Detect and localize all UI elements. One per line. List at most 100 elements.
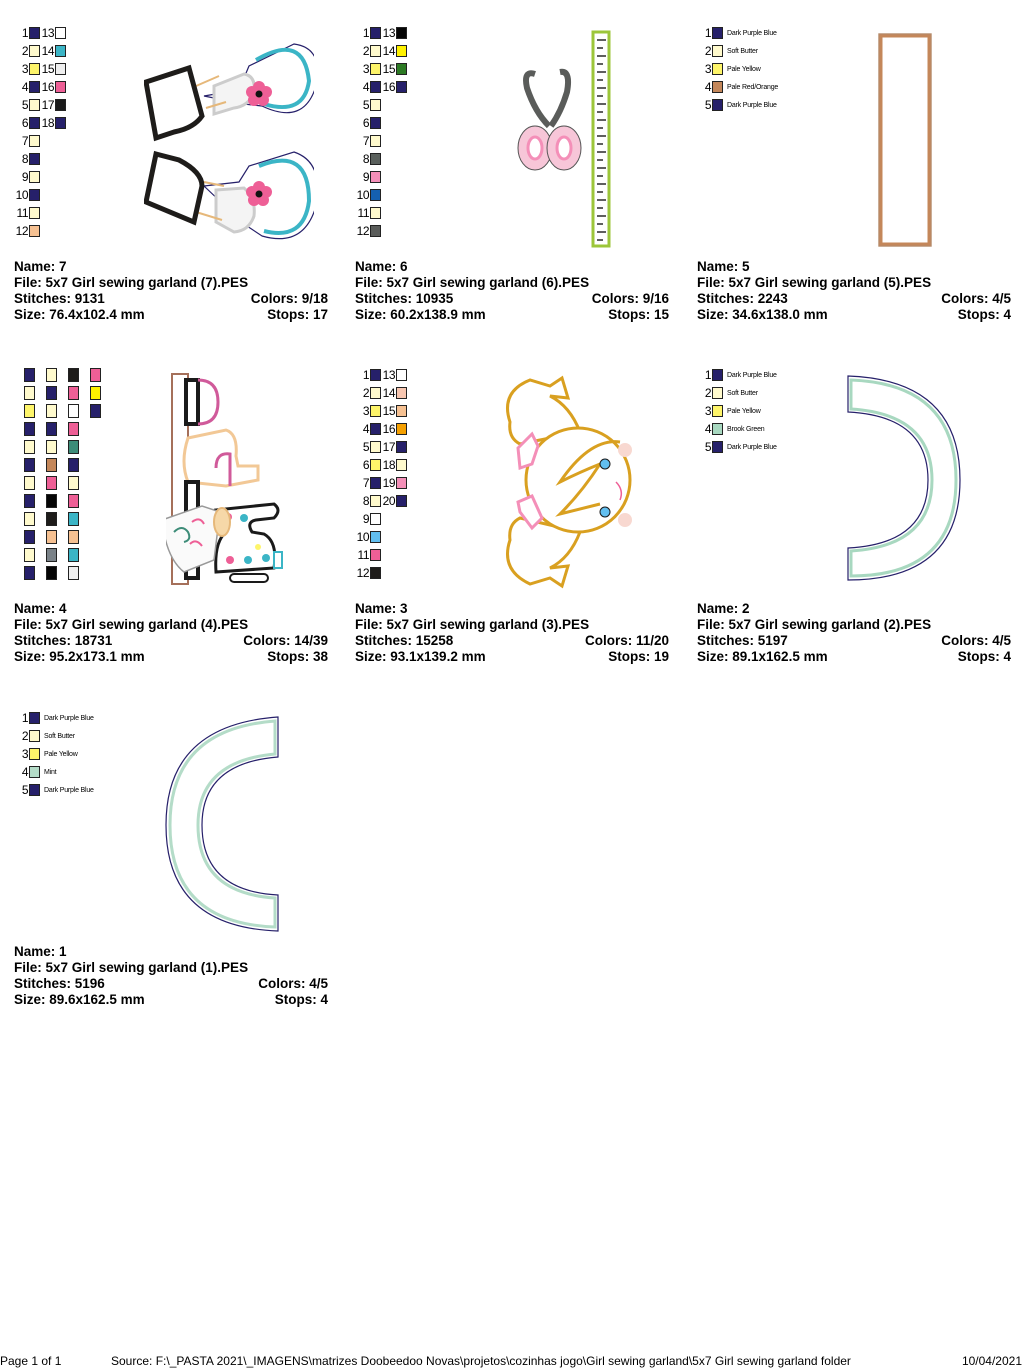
design-preview-girl-face [506, 375, 632, 589]
swatch-number: 2 [21, 44, 29, 58]
swatch-number: 3 [362, 62, 370, 76]
color-swatch [29, 730, 40, 742]
print-date: 10/04/2021 [961, 1354, 1022, 1368]
color-swatch [370, 117, 381, 129]
swatch-number: 9 [362, 170, 370, 184]
swatch-number: 13 [382, 26, 396, 40]
design-name: Name: 6 [355, 259, 408, 274]
color-swatch [370, 513, 381, 525]
color-swatch [712, 405, 723, 417]
color-swatch [55, 99, 66, 111]
design-colors: Colors: 4/5 [941, 633, 1011, 648]
color-swatch [29, 712, 40, 724]
swatch-number: 2 [362, 386, 370, 400]
color-swatch [370, 423, 381, 435]
color-swatch-row: 8 [355, 494, 381, 508]
color-swatch [29, 784, 40, 796]
swatch-number: 5 [704, 440, 712, 454]
color-swatch [68, 440, 79, 454]
swatch-label: Dark Purple Blue [727, 101, 777, 109]
color-swatch-row: 8 [14, 152, 40, 166]
swatch-number: 14 [382, 44, 396, 58]
color-swatch [24, 476, 35, 490]
swatch-number: 17 [382, 440, 396, 454]
color-swatch [370, 81, 381, 93]
color-swatch [68, 548, 79, 562]
design-colors: Colors: 4/5 [258, 976, 328, 991]
color-swatch [370, 207, 381, 219]
color-swatch-row: 20 [381, 494, 407, 508]
color-swatch [29, 189, 40, 201]
swatch-number: 10 [356, 530, 370, 544]
color-swatch [46, 566, 57, 580]
color-swatch-row: 2 [14, 44, 40, 58]
color-swatch [396, 495, 407, 507]
color-swatch-row: 1 [355, 26, 381, 40]
color-swatch-row: 5 [355, 98, 381, 112]
color-swatch-row: 10 [14, 188, 40, 202]
color-swatch [396, 441, 407, 453]
color-swatch [68, 422, 79, 436]
color-swatch [29, 99, 40, 111]
color-swatch-row: 11 [355, 548, 381, 562]
color-swatch-row: 1 [14, 26, 40, 40]
color-swatch-row: 7 [355, 476, 381, 490]
design-size: Size: 60.2x138.9 mm [355, 307, 486, 322]
swatch-number: 16 [382, 422, 396, 436]
color-swatch [29, 153, 40, 165]
swatch-number: 20 [382, 494, 396, 508]
color-swatch [370, 171, 381, 183]
design-file: File: 5x7 Girl sewing garland (3).PES [355, 617, 590, 632]
color-swatch [46, 368, 57, 382]
color-swatch [712, 63, 723, 75]
color-swatch [29, 225, 40, 237]
swatch-number: 5 [21, 98, 29, 112]
swatch-number: 11 [357, 548, 370, 562]
swatch-number: 5 [21, 783, 29, 797]
swatch-number: 11 [357, 206, 370, 220]
color-swatch [29, 207, 40, 219]
color-swatch-row: 17 [40, 98, 66, 112]
swatch-number: 6 [362, 458, 370, 472]
swatch-number: 12 [15, 224, 29, 238]
design-stitches: Stitches: 15258 [355, 633, 454, 648]
design-stops: Stops: 4 [957, 649, 1011, 664]
swatch-number: 14 [382, 386, 396, 400]
swatch-number: 3 [21, 747, 29, 761]
color-swatch [712, 45, 723, 57]
page-number: Page 1 of 1 [0, 1354, 62, 1368]
color-swatch-row: 14 [381, 44, 407, 58]
swatch-number: 9 [362, 512, 370, 526]
swatch-number: 2 [21, 729, 29, 743]
color-swatch [370, 369, 381, 381]
color-swatch-row: 7 [14, 134, 40, 148]
design-stops: Stops: 17 [267, 307, 328, 322]
swatch-number: 16 [382, 80, 396, 94]
swatch-number: 16 [41, 80, 55, 94]
swatch-number: 1 [362, 368, 370, 382]
color-swatch [68, 512, 79, 526]
design-size: Size: 95.2x173.1 mm [14, 649, 145, 664]
color-swatch [396, 63, 407, 75]
color-swatch [712, 27, 723, 39]
swatch-number: 10 [15, 188, 29, 202]
color-swatch [396, 459, 407, 471]
swatch-number: 3 [704, 404, 712, 418]
color-swatch [370, 63, 381, 75]
swatch-number: 12 [356, 566, 370, 580]
design-name: Name: 1 [14, 944, 67, 959]
design-info: Name: 7 File: 5x7 Girl sewing garland (7… [14, 259, 328, 323]
color-swatch [712, 441, 723, 453]
swatch-number: 15 [382, 404, 396, 418]
design-preview-sewing-station [166, 373, 283, 585]
design-stops: Stops: 4 [957, 307, 1011, 322]
color-swatch-row: 9 [14, 170, 40, 184]
design-file: File: 5x7 Girl sewing garland (5).PES [697, 275, 932, 290]
color-swatch [55, 45, 66, 57]
color-swatch-row: 13 [40, 26, 66, 40]
